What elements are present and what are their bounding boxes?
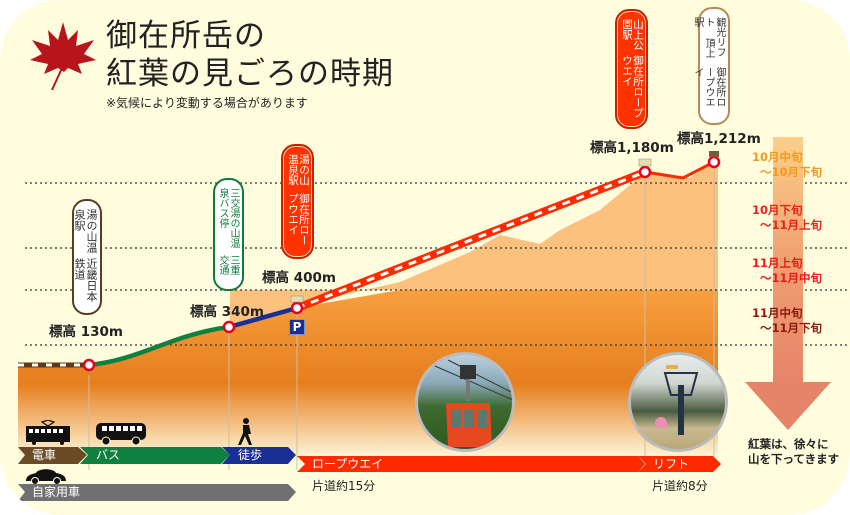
- bus-icon: [94, 422, 148, 446]
- lift-duration: 片道約8分: [652, 479, 708, 493]
- station-label-ropeway-base: 御在所ロープウエイ 湯の山温泉駅: [281, 144, 314, 259]
- station-line: 近畿日本鉄道: [73, 257, 98, 302]
- transport-lift-label: リフト: [653, 457, 690, 471]
- transport-bus-label: バス: [96, 448, 121, 462]
- season-to: ～10月下旬: [760, 165, 823, 179]
- transport-ropeway-label: ロープウエイ: [312, 457, 384, 471]
- season-2: 10月下旬 ～11月上旬: [752, 203, 822, 233]
- station-line: 湯の山温泉駅: [287, 154, 310, 186]
- season-to: ～11月下旬: [760, 321, 823, 335]
- train-icon: [24, 420, 72, 446]
- station-line: 御在所ロープウエイ: [287, 192, 310, 246]
- transport-car-label: 自家用車: [32, 485, 81, 499]
- station-line: 湯の山温泉駅: [73, 209, 98, 253]
- season-from: 10月下旬: [752, 203, 803, 217]
- station-line: 三重交通: [217, 254, 239, 275]
- arrow-note-line: 紅葉は、徐々に: [748, 437, 829, 451]
- station-label-mie-bus: 三重交通 三交湯の山温泉バス停: [213, 178, 244, 291]
- station-label-ropeway-top: 御在所ロープウエイ 山上公園駅: [615, 9, 648, 129]
- elevation-ropeway-base: 標高 400m: [262, 270, 336, 286]
- season-to: ～11月中旬: [760, 271, 823, 285]
- ropeway-gondola-photo: [415, 352, 515, 452]
- title-line-1: 御在所岳の: [106, 18, 266, 54]
- season-4: 11月中旬 ～11月下旬: [752, 306, 822, 336]
- elevation-lift-top: 標高1,212m: [677, 131, 761, 147]
- ropeway-duration: 片道約15分: [312, 479, 376, 493]
- elevation-mie-bus: 標高 340m: [190, 304, 264, 320]
- station-line: 観光リフト 頂上駅: [692, 17, 725, 58]
- season-3: 11月上旬 ～11月中旬: [752, 256, 822, 286]
- season-1: 10月中旬 ～10月下旬: [752, 150, 822, 180]
- car-icon: [24, 467, 68, 485]
- walking-person-icon: [237, 418, 255, 446]
- station-line: 御在所ロープウエイ: [692, 66, 725, 107]
- arrow-note: 紅葉は、徐々に 山を下ってきます: [748, 437, 839, 467]
- season-from: 10月中旬: [752, 150, 803, 164]
- elevation-kintetsu: 標高 130m: [49, 324, 123, 340]
- elevation-ropeway-top: 標高1,180m: [590, 140, 674, 156]
- season-from: 11月中旬: [752, 306, 803, 320]
- weather-disclaimer: ※気候により変動する場合があります: [106, 96, 308, 110]
- station-label-kintetsu: 近畿日本鉄道 湯の山温泉駅: [72, 199, 102, 315]
- title-line-2: 紅葉の見ごろの時期: [106, 56, 394, 92]
- chairlift-photo: [628, 352, 728, 452]
- parking-icon: P: [289, 319, 305, 335]
- station-line: 三交湯の山温泉バス停: [217, 188, 239, 248]
- maple-leaf-icon: [28, 20, 98, 92]
- season-from: 11月上旬: [752, 256, 803, 270]
- transport-train-label: 電車: [32, 448, 57, 462]
- season-to: ～11月上旬: [760, 218, 823, 232]
- station-line: 山上公園駅: [621, 19, 644, 51]
- arrow-note-line: 山を下ってきます: [748, 452, 840, 466]
- transport-walk-label: 徒歩: [238, 448, 263, 462]
- station-line: 御在所ロープウエイ: [621, 55, 644, 119]
- station-label-lift-top: 御在所ロープウエイ 観光リフト 頂上駅: [692, 7, 730, 125]
